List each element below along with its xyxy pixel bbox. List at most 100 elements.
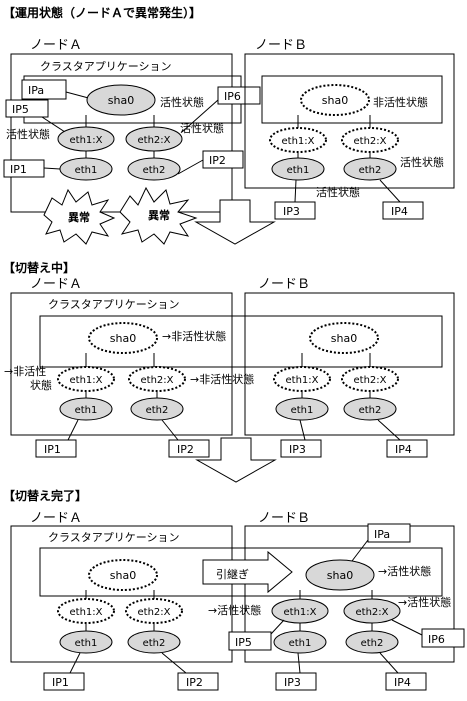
eth2-node-b-3 (345, 630, 399, 654)
svg-text:eth2:X: eth2:X (141, 375, 174, 386)
svg-text:→活性状態: →活性状態 (378, 564, 431, 578)
svg-text:eth1:X: eth1:X (70, 375, 103, 386)
eth1-node-b (271, 157, 325, 181)
svg-text:活性状態: 活性状態 (316, 185, 360, 199)
svg-text:eth1: eth1 (75, 405, 98, 416)
svg-text:→非活性状態: →非活性状態 (162, 329, 226, 343)
svg-text:引継ぎ: 引継ぎ (216, 567, 249, 581)
sha0-node-a-3 (88, 559, 158, 591)
svg-text:sha0: sha0 (331, 332, 357, 345)
svg-text:異常: 異常 (68, 210, 90, 224)
svg-text:eth1:X: eth1:X (284, 607, 317, 618)
sha0-node-b-2 (309, 322, 379, 354)
svg-text:ノードＢ: ノードＢ (258, 277, 310, 292)
takeover-arrow (202, 550, 293, 594)
svg-text:IP4: IP4 (395, 443, 412, 456)
svg-text:eth2: eth2 (359, 405, 382, 416)
svg-text:eth2:X: eth2:X (138, 135, 171, 146)
cluster-app-label: クラスタアプリケーション (40, 60, 172, 73)
svg-text:IP4: IP4 (391, 205, 408, 218)
svg-text:ノードＡ: ノードＡ (30, 277, 82, 292)
svg-text:eth2:X: eth2:X (354, 136, 387, 147)
node-b-frame (244, 53, 455, 189)
ip2-callout-3 (177, 672, 219, 691)
svg-text:IP4: IP4 (394, 676, 411, 689)
ip6-callout (217, 86, 261, 105)
cluster-app-frame-3 (39, 547, 443, 597)
ipa-callout (21, 79, 67, 100)
ip2-callout (202, 150, 244, 169)
eth1-node-b-3 (273, 630, 327, 654)
svg-text:eth2: eth2 (146, 405, 169, 416)
ipa-callout-3 (367, 523, 411, 543)
svg-text:eth1:X: eth1:X (70, 607, 103, 618)
svg-text:クラスタアプリケーション: クラスタアプリケーション (48, 531, 180, 544)
sha0-node-a (86, 84, 156, 116)
svg-text:eth2: eth2 (359, 165, 382, 176)
svg-text:IP1: IP1 (44, 443, 61, 456)
section-title-switching: 【切替え中】 (3, 260, 75, 275)
svg-text:状態: 状態 (30, 378, 52, 392)
error-burst-eth2 (119, 186, 198, 245)
transition-arrow-2 (195, 437, 277, 483)
node-a-frame-3 (10, 525, 233, 663)
svg-text:IP2: IP2 (177, 443, 194, 456)
svg-text:ノードＢ: ノードＢ (258, 511, 310, 526)
ip3-callout-2 (280, 439, 322, 458)
svg-text:ノードＡ: ノードＡ (30, 511, 82, 526)
svg-text:eth1: eth1 (291, 405, 314, 416)
eth2-node-b (343, 157, 397, 181)
svg-text:eth1:X: eth1:X (70, 135, 103, 146)
node-b-frame-3 (244, 525, 455, 663)
svg-text:eth1: eth1 (289, 638, 312, 649)
ip5-callout (5, 99, 49, 118)
ip3-callout-3 (275, 672, 317, 691)
node-a-frame-2 (10, 292, 233, 436)
svg-text:eth2: eth2 (143, 165, 166, 176)
svg-text:→活性状態: →活性状態 (398, 595, 451, 609)
svg-text:IP2: IP2 (186, 676, 203, 689)
eth2-node-b-2 (343, 397, 397, 421)
svg-text:sha0: sha0 (322, 94, 348, 107)
svg-text:異常: 異常 (148, 208, 170, 222)
ip4-callout-3 (385, 672, 427, 691)
svg-text:eth1:X: eth1:X (286, 375, 319, 386)
eth2-node-a-2 (130, 397, 184, 421)
node-b-frame-2 (244, 292, 455, 436)
svg-text:IP3: IP3 (284, 676, 301, 689)
ip5-label: IP5 (12, 103, 29, 116)
svg-text:IP2: IP2 (209, 154, 226, 167)
svg-text:eth2: eth2 (361, 638, 384, 649)
sha0-b-inactive-state: 非活性状態 (373, 95, 428, 109)
svg-text:eth1: eth1 (75, 638, 98, 649)
cluster-app-frame-b (261, 75, 443, 124)
eth1-node-b-2 (275, 397, 329, 421)
svg-text:→非活性状態: →非活性状態 (190, 372, 254, 386)
svg-text:eth2:X: eth2:X (138, 607, 171, 618)
svg-text:sha0: sha0 (327, 569, 353, 582)
node-b-label: ノードＢ (255, 38, 307, 53)
sha0-node-a-2 (88, 322, 158, 354)
section-title-complete: 【切替え完了】 (3, 488, 87, 503)
svg-text:IP3: IP3 (283, 205, 300, 218)
eth1x-active-state: 活性状態 (6, 127, 50, 141)
ip6-label: IP6 (224, 90, 241, 103)
svg-text:IP3: IP3 (289, 443, 306, 456)
eth1-node-a-3 (59, 630, 113, 654)
svg-text:sha0: sha0 (110, 332, 136, 345)
svg-text:eth2:X: eth2:X (354, 375, 387, 386)
node-a-label: ノードＡ (30, 38, 82, 53)
sha0-node-b (300, 84, 370, 116)
svg-text:IP6: IP6 (428, 633, 445, 646)
transition-arrow-1 (194, 199, 276, 245)
cluster-app-frame-2 (39, 315, 443, 368)
eth2-node-a-3 (127, 630, 181, 654)
svg-text:eth2:X: eth2:X (356, 607, 389, 618)
sha0-label: sha0 (108, 94, 134, 107)
svg-text:eth1: eth1 (75, 165, 98, 176)
svg-text:→活性状態: →活性状態 (208, 603, 261, 617)
eth2-node-a (127, 157, 181, 181)
svg-text:IP1: IP1 (10, 163, 27, 176)
svg-text:eth2: eth2 (143, 638, 166, 649)
